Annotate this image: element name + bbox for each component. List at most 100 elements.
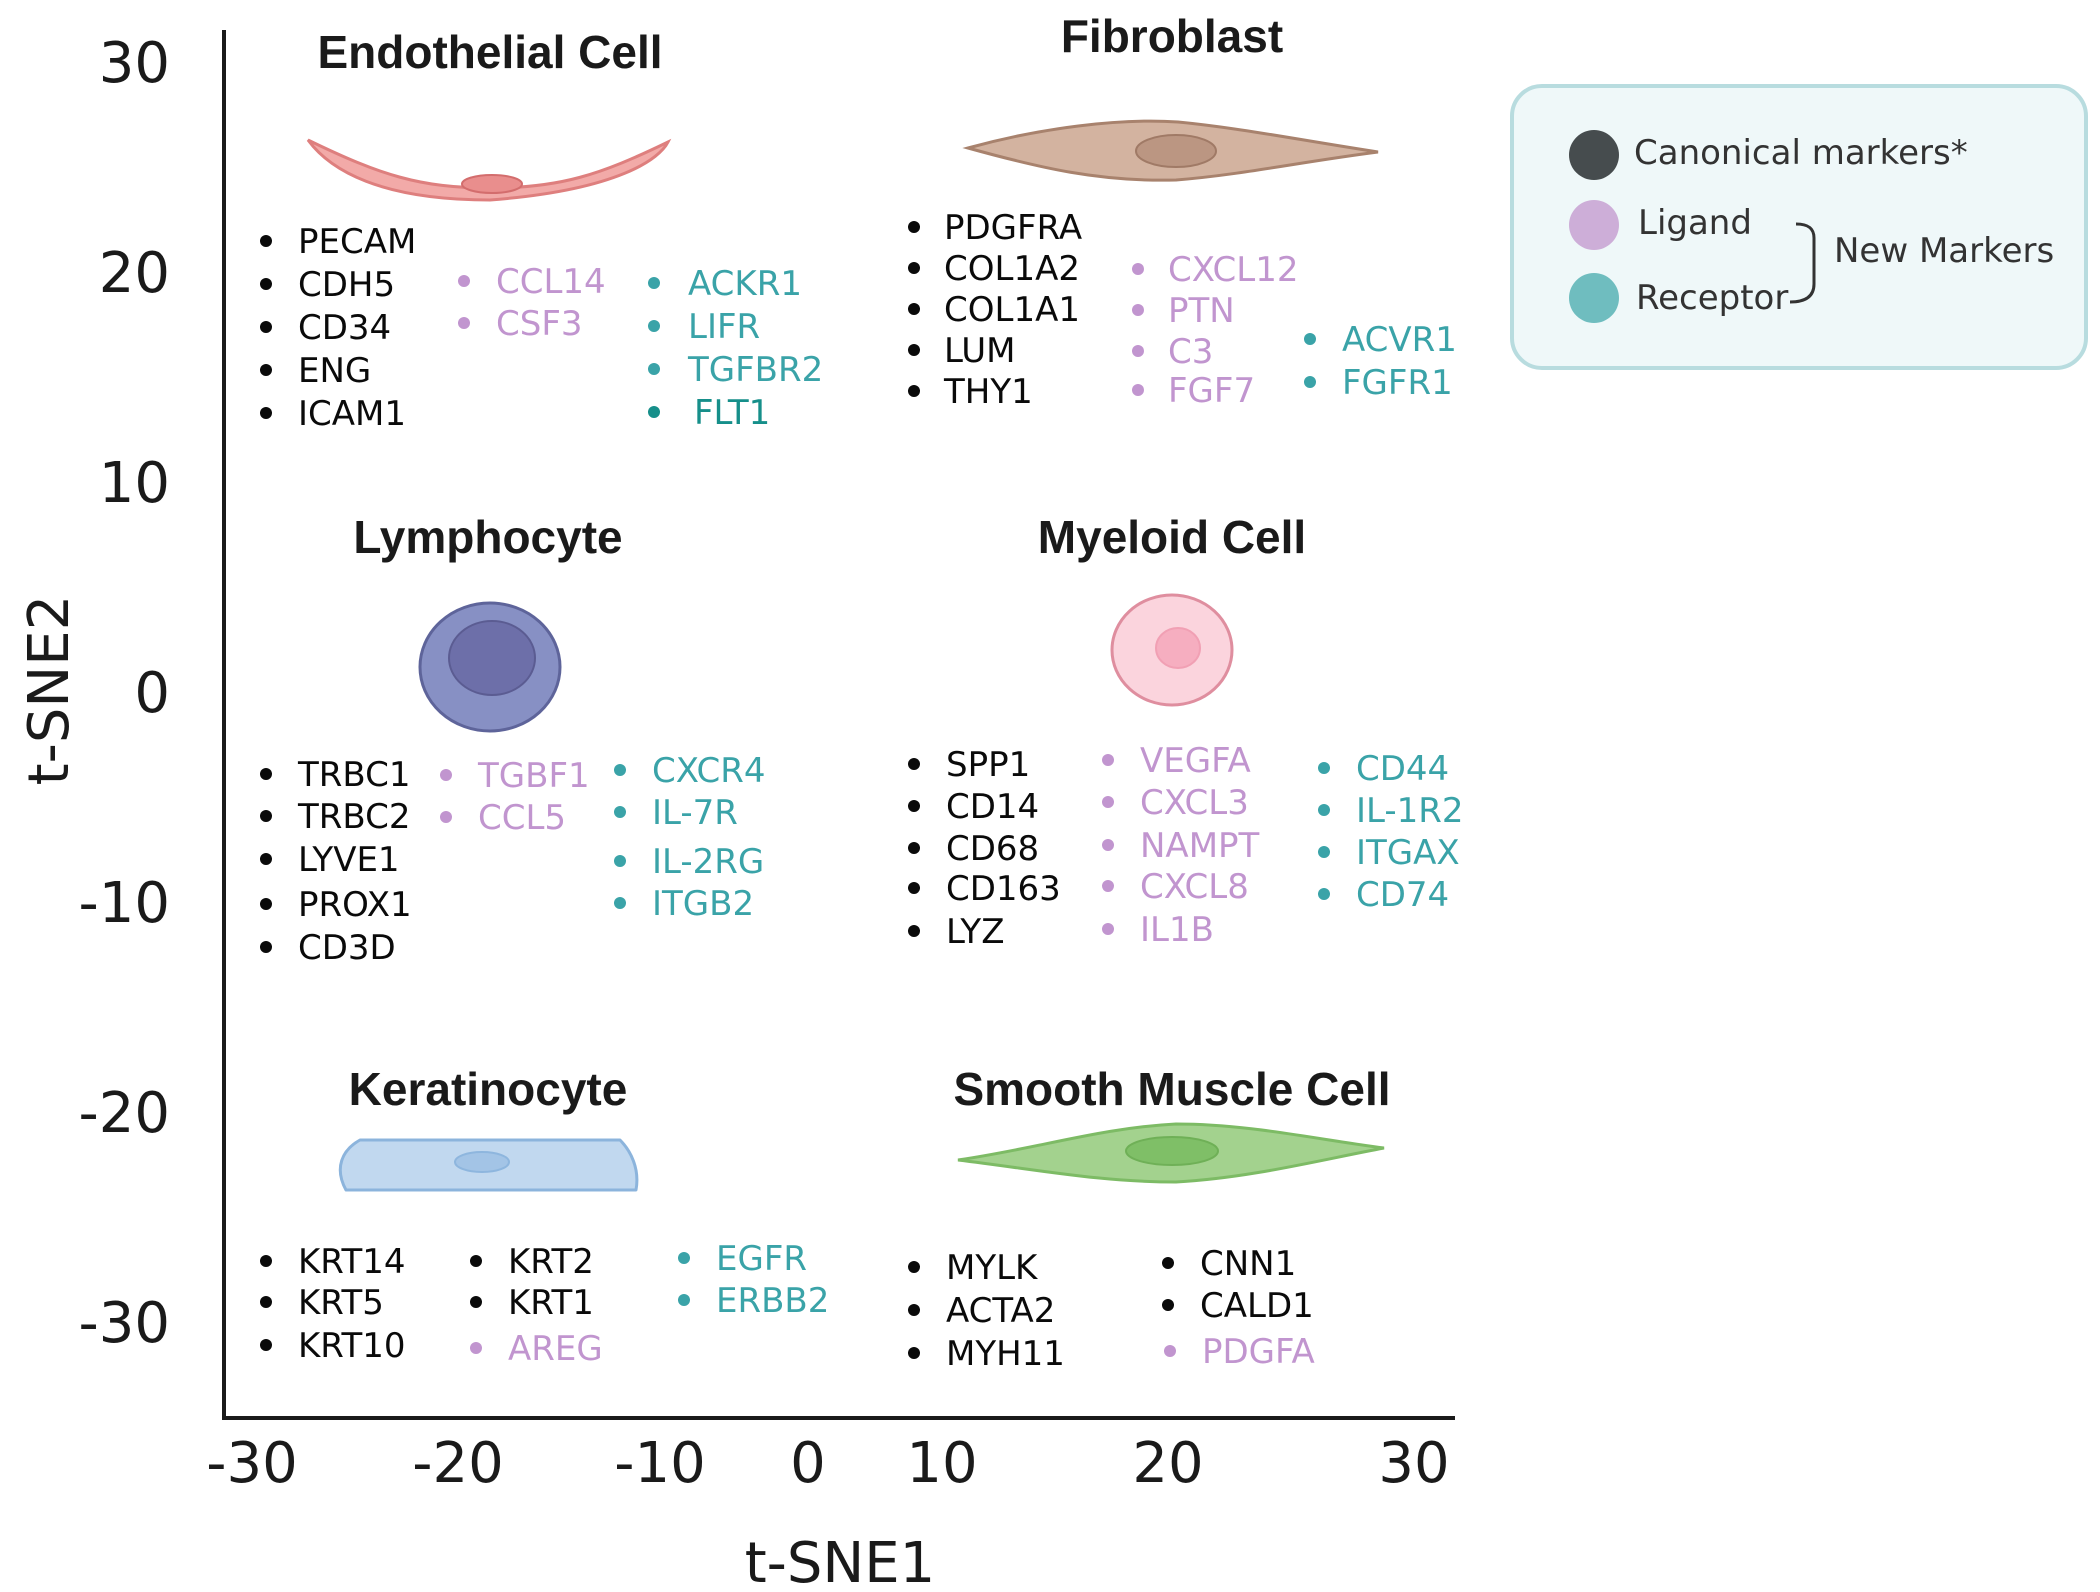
marker-item: PDGFA [1164, 1332, 1315, 1372]
marker-label: CXCL12 [1168, 250, 1299, 290]
marker-label: COL1A1 [944, 290, 1080, 330]
myeloid-title: Myeloid Cell [1038, 511, 1306, 563]
marker-label: FGFR1 [1342, 363, 1453, 403]
marker-label: PECAM [298, 222, 416, 262]
marker-label: VEGFA [1140, 741, 1251, 781]
y-tick-label: -20 [79, 1081, 170, 1146]
marker-label: CD74 [1356, 875, 1449, 915]
marker-label: CD68 [946, 829, 1039, 869]
marker-item: CNN1 [1162, 1244, 1296, 1284]
marker-label: IL-1R2 [1356, 791, 1464, 831]
marker-label: ACVR1 [1342, 320, 1457, 360]
marker-label: CXCR4 [652, 751, 766, 791]
marker-label: COL1A2 [944, 249, 1080, 289]
y-tick-label: 0 [134, 661, 170, 726]
marker-item: ERBB2 [678, 1281, 829, 1321]
y-tick-label: 10 [99, 451, 170, 516]
marker-label: CD44 [1356, 749, 1449, 789]
marker-label: CXCL8 [1140, 867, 1249, 907]
lymphocyte-ligand-list: TGBF1 CCL5 [440, 756, 590, 838]
keratinocyte-title: Keratinocyte [349, 1063, 628, 1115]
marker-label: NAMPT [1140, 826, 1260, 866]
marker-label: MYLK [946, 1248, 1039, 1288]
marker-label: CCL5 [478, 798, 566, 838]
myeloid-cell-icon [1110, 593, 1234, 707]
new-markers-bracket [1789, 222, 1816, 304]
myeloid-ligand-list: VEGFA CXCL3 NAMPT CXCL8 IL1B [1102, 741, 1260, 950]
marker-label: EGFR [716, 1239, 807, 1279]
marker-label: TGFBR2 [687, 350, 823, 390]
canonical-marker-dot [1569, 130, 1619, 180]
marker-label: CDH5 [298, 265, 395, 305]
lymphocyte-canonical-list: TRBC1 TRBC2 LYVE1 PROX1 CD3D [260, 755, 412, 968]
marker-item: CD74 [1318, 875, 1449, 915]
marker-label: CD3D [298, 928, 396, 968]
marker-label: ICAM1 [298, 394, 406, 434]
marker-item: PROX1 [260, 885, 412, 925]
marker-label: LYVE1 [298, 840, 400, 880]
marker-item: LIFR [648, 307, 760, 347]
smooth-muscle-title: Smooth Muscle Cell [953, 1063, 1390, 1115]
smooth-muscle-ligand-list: PDGFA [1164, 1332, 1315, 1372]
endothelial-title: Endothelial Cell [317, 26, 662, 78]
marker-item: KRT5 [260, 1283, 384, 1323]
keratinocyte-ligand-list: AREG [470, 1329, 603, 1369]
marker-label: FLT1 [694, 393, 770, 433]
marker-item: PECAM [260, 222, 416, 262]
receptor-marker-dot [1569, 273, 1619, 323]
marker-item: C3 [1132, 332, 1213, 372]
marker-label: CD14 [946, 787, 1039, 827]
marker-item: THY1 [908, 372, 1033, 412]
endothelial-ligand-list: CCL14 CSF3 [458, 262, 606, 344]
lymphocyte-receptor-list: CXCR4 IL-7R IL-2RG ITGB2 [614, 751, 766, 924]
marker-label: CALD1 [1200, 1286, 1314, 1326]
x-tick-label: 10 [906, 1431, 977, 1496]
marker-label: TRBC2 [297, 797, 411, 837]
marker-label: FGF7 [1168, 371, 1255, 411]
marker-label: TGBF1 [477, 756, 590, 796]
marker-label: LIFR [688, 307, 760, 347]
marker-label: PTN [1168, 291, 1235, 331]
marker-label: CSF3 [496, 304, 583, 344]
marker-item: LYZ [908, 912, 1005, 952]
marker-item: PDGFRA [908, 208, 1082, 248]
smooth-muscle-canonical-list-1: MYLK ACTA2 MYH11 [908, 1248, 1065, 1374]
marker-label: PROX1 [298, 885, 412, 925]
marker-label: MYH11 [946, 1334, 1065, 1374]
x-tick-label: -30 [206, 1431, 297, 1496]
marker-item: VEGFA [1102, 741, 1251, 781]
keratinocyte-canonical-list-1: KRT14 KRT5 KRT10 [260, 1242, 405, 1366]
marker-item: CALD1 [1162, 1286, 1314, 1326]
marker-item: CXCL8 [1102, 867, 1249, 907]
marker-item: EGFR [678, 1239, 807, 1279]
marker-item: KRT14 [260, 1242, 405, 1282]
marker-item: CXCL12 [1132, 250, 1299, 290]
marker-item: AREG [470, 1329, 603, 1369]
marker-label: LYZ [946, 912, 1005, 952]
marker-item: CD3D [260, 928, 396, 968]
marker-label: TRBC1 [297, 755, 411, 795]
marker-label: KRT14 [298, 1242, 405, 1282]
marker-label: PDGFRA [944, 208, 1082, 248]
legend-canonical-label: Canonical markers* [1634, 133, 1968, 173]
marker-item: ENG [260, 351, 371, 391]
marker-item: CXCR4 [614, 751, 766, 791]
marker-item: CD44 [1318, 749, 1449, 789]
marker-label: ENG [298, 351, 371, 391]
marker-item: ITGAX [1318, 833, 1460, 873]
lymphocyte-title: Lymphocyte [353, 511, 622, 563]
fibroblast-icon [962, 119, 1379, 182]
marker-item: TRBC1 [260, 755, 411, 795]
marker-item: TGFBR2 [648, 350, 823, 390]
legend-new-markers-label: New Markers [1834, 231, 2054, 271]
marker-label: ACKR1 [688, 264, 802, 304]
marker-item: KRT10 [260, 1326, 405, 1366]
endothelial-cell-icon [306, 138, 672, 202]
marker-item: FLT1 [648, 393, 770, 433]
marker-item: MYLK [908, 1248, 1039, 1288]
marker-item: NAMPT [1102, 826, 1260, 866]
marker-label: IL-2RG [652, 842, 764, 882]
marker-item: TRBC2 [260, 797, 411, 837]
marker-item: KRT2 [470, 1242, 594, 1282]
marker-item: CD68 [908, 829, 1039, 869]
